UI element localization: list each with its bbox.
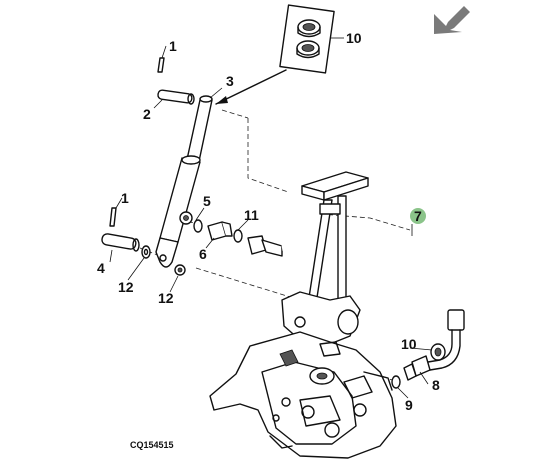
seal-kit-inset — [215, 4, 335, 105]
clevis-pin-lower — [101, 233, 140, 252]
callout-8[interactable]: 8 — [432, 377, 440, 393]
back-arrow-icon[interactable] — [434, 6, 470, 34]
callout-1-lower[interactable]: 1 — [121, 190, 129, 206]
callout-4[interactable]: 4 — [97, 260, 105, 276]
callout-6[interactable]: 6 — [199, 246, 207, 262]
o-ring-11 — [233, 229, 243, 243]
o-ring-9 — [391, 375, 401, 389]
o-ring-5 — [193, 219, 203, 233]
pin-upper — [157, 45, 167, 73]
seal-10-lower — [430, 343, 446, 361]
callout-10-upper[interactable]: 10 — [346, 30, 362, 46]
valve-housing — [209, 291, 397, 459]
callout-12-right[interactable]: 12 — [158, 290, 174, 306]
callout-12-left[interactable]: 12 — [118, 279, 134, 295]
callout-10-lower[interactable]: 10 — [401, 336, 417, 352]
callout-3[interactable]: 3 — [226, 73, 234, 89]
leader-lines — [109, 37, 433, 399]
callout-9[interactable]: 9 — [405, 397, 413, 413]
callout-11[interactable]: 11 — [244, 207, 259, 223]
callout-7[interactable]: 7 — [414, 208, 422, 224]
callout-1-upper[interactable]: 1 — [169, 38, 177, 54]
clevis-pin-upper — [157, 89, 195, 105]
washer-a — [141, 245, 151, 259]
washer-b — [174, 264, 186, 276]
callout-5[interactable]: 5 — [203, 193, 211, 209]
reference-code: CQ154515 — [130, 440, 174, 450]
fitting-8 — [403, 355, 431, 381]
highlight-marker[interactable] — [410, 208, 426, 224]
adapter-fitting-6 — [207, 221, 233, 241]
callout-2[interactable]: 2 — [143, 106, 151, 122]
hydraulic-cylinder — [155, 95, 213, 268]
pin-lower — [109, 197, 123, 227]
